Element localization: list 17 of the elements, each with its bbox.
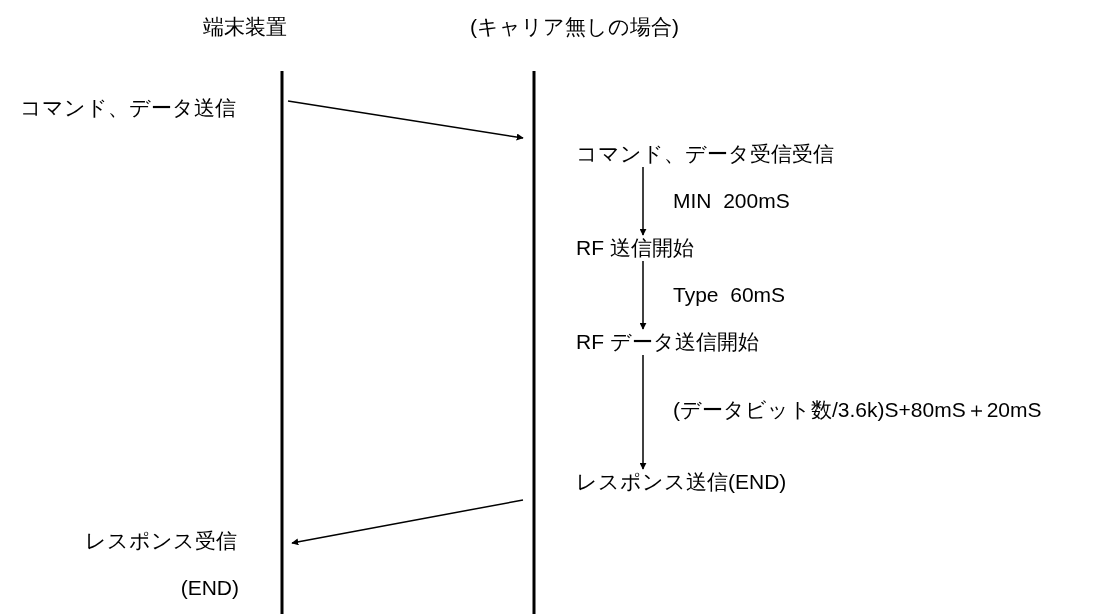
edge-label: (データビット数/3.6k)S+80mS＋20mS xyxy=(673,398,1042,422)
event-label: RF 送信開始 xyxy=(576,236,694,260)
arrow xyxy=(287,100,524,141)
arrow xyxy=(639,166,647,236)
event-label: レスポンス受信 xyxy=(85,529,292,553)
event-label: コマンド、データ送信 xyxy=(20,96,296,120)
event-label: RF データ送信開始 xyxy=(576,330,759,354)
arrow xyxy=(639,260,647,330)
lifeline-header: 端末装置 xyxy=(203,15,287,39)
arrow xyxy=(639,354,647,470)
event-label: コマンド、データ受信受信 xyxy=(523,136,834,166)
lifeline-header: (キャリア無しの場合) xyxy=(470,15,679,39)
arrow xyxy=(291,499,524,546)
edge-label: MIN 200mS xyxy=(673,189,790,213)
event-label: (END) xyxy=(180,576,239,600)
edge-label: Type 60mS xyxy=(673,283,786,307)
event-label: レスポンス送信(END) xyxy=(523,470,787,502)
